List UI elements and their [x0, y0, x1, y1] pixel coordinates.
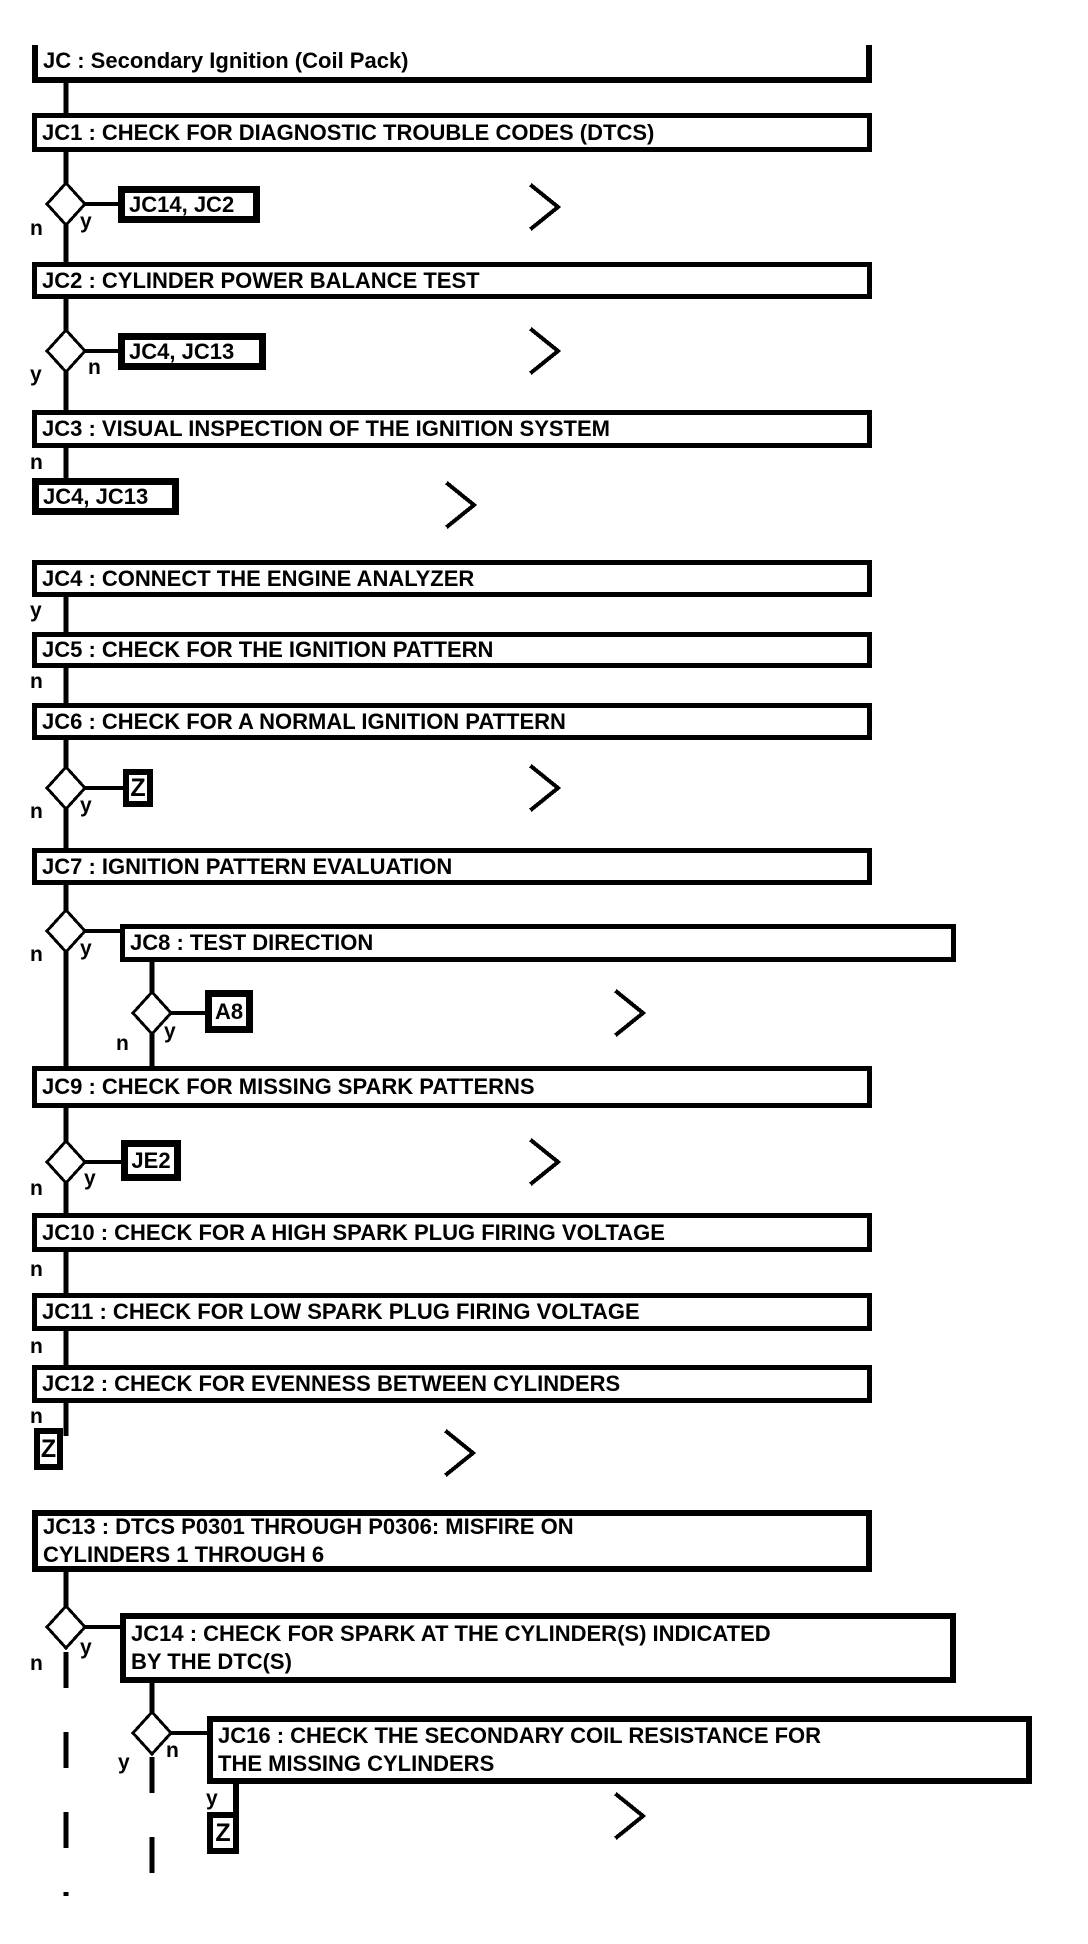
process-box-jc5: JC5 : CHECK FOR THE IGNITION PATTERN [32, 632, 872, 668]
process-box-jc4: JC4 : CONNECT THE ENGINE ANALYZER [32, 560, 872, 597]
offpage-chevron-icon [529, 764, 562, 812]
decision-diamond-icon [44, 327, 88, 375]
decision-diamond-icon [130, 989, 174, 1037]
process-box-jc16: JC16 : CHECK THE SECONDARY COIL RESISTAN… [207, 1716, 1032, 1784]
decision-diamond-icon [44, 1138, 88, 1186]
branch-label-yes: y [164, 1020, 176, 1043]
branch-label-yes: y [206, 1787, 218, 1810]
decision-diamond-icon [44, 180, 88, 228]
branch-label-no: n [116, 1032, 129, 1055]
reference-box-z-1: Z [123, 769, 153, 807]
decision-diamond-icon [44, 1603, 88, 1651]
offpage-chevron-icon [614, 1792, 647, 1840]
branch-label-no: n [30, 1258, 43, 1281]
process-box-jc: JC : Secondary Ignition (Coil Pack) [32, 45, 872, 83]
reference-box-jc14-jc2: JC14, JC2 [118, 186, 260, 223]
branch-label-no: n [88, 356, 101, 379]
offpage-chevron-icon [614, 989, 647, 1037]
reference-box-a8: A8 [205, 990, 253, 1033]
branch-label-no: n [30, 670, 43, 693]
offpage-chevron-icon [529, 1138, 562, 1186]
branch-label-yes: y [80, 1636, 92, 1659]
branch-label-no: n [30, 451, 43, 474]
reference-box-jc4-jc13: JC4, JC13 [118, 333, 266, 370]
reference-box-je2: JE2 [121, 1140, 181, 1181]
branch-label-no: n [30, 943, 43, 966]
process-box-jc14: JC14 : CHECK FOR SPARK AT THE CYLINDER(S… [120, 1613, 956, 1683]
process-box-jc13: JC13 : DTCS P0301 THROUGH P0306: MISFIRE… [32, 1510, 872, 1572]
offpage-chevron-icon [529, 183, 562, 231]
offpage-chevron-icon [529, 327, 562, 375]
branch-label-no: n [30, 800, 43, 823]
branch-label-yes: y [80, 210, 92, 233]
process-box-jc7: JC7 : IGNITION PATTERN EVALUATION [32, 848, 872, 885]
branch-label-yes: y [84, 1167, 96, 1190]
process-box-jc12: JC12 : CHECK FOR EVENNESS BETWEEN CYLIND… [32, 1365, 872, 1403]
branch-label-no: n [30, 217, 43, 240]
process-box-jc1: JC1 : CHECK FOR DIAGNOSTIC TROUBLE CODES… [32, 113, 872, 152]
process-box-jc8: JC8 : TEST DIRECTION [120, 924, 956, 962]
branch-label-yes: y [80, 794, 92, 817]
decision-diamond-icon [44, 907, 88, 955]
reference-box-jc4-jc13-2: JC4, JC13 [32, 478, 179, 515]
reference-box-z-2: Z [34, 1428, 63, 1470]
branch-label-no: n [30, 1652, 43, 1675]
branch-label-no: n [30, 1405, 43, 1428]
process-box-jc10: JC10 : CHECK FOR A HIGH SPARK PLUG FIRIN… [32, 1213, 872, 1252]
offpage-chevron-icon [445, 481, 478, 529]
process-box-jc9: JC9 : CHECK FOR MISSING SPARK PATTERNS [32, 1066, 872, 1108]
process-box-jc3: JC3 : VISUAL INSPECTION OF THE IGNITION … [32, 410, 872, 448]
process-box-jc6: JC6 : CHECK FOR A NORMAL IGNITION PATTER… [32, 703, 872, 740]
process-box-jc11: JC11 : CHECK FOR LOW SPARK PLUG FIRING V… [32, 1293, 872, 1331]
branch-label-yes: y [30, 363, 42, 386]
process-box-jc2: JC2 : CYLINDER POWER BALANCE TEST [32, 262, 872, 299]
branch-label-yes: y [30, 599, 42, 622]
branch-label-yes: y [80, 937, 92, 960]
branch-label-yes: y [118, 1751, 130, 1774]
decision-diamond-icon [130, 1709, 174, 1757]
offpage-chevron-icon [444, 1429, 477, 1477]
decision-diamond-icon [44, 764, 88, 812]
reference-box-z-3: Z [207, 1812, 239, 1854]
branch-label-no: n [166, 1739, 179, 1762]
branch-label-no: n [30, 1177, 43, 1200]
branch-label-no: n [30, 1335, 43, 1358]
